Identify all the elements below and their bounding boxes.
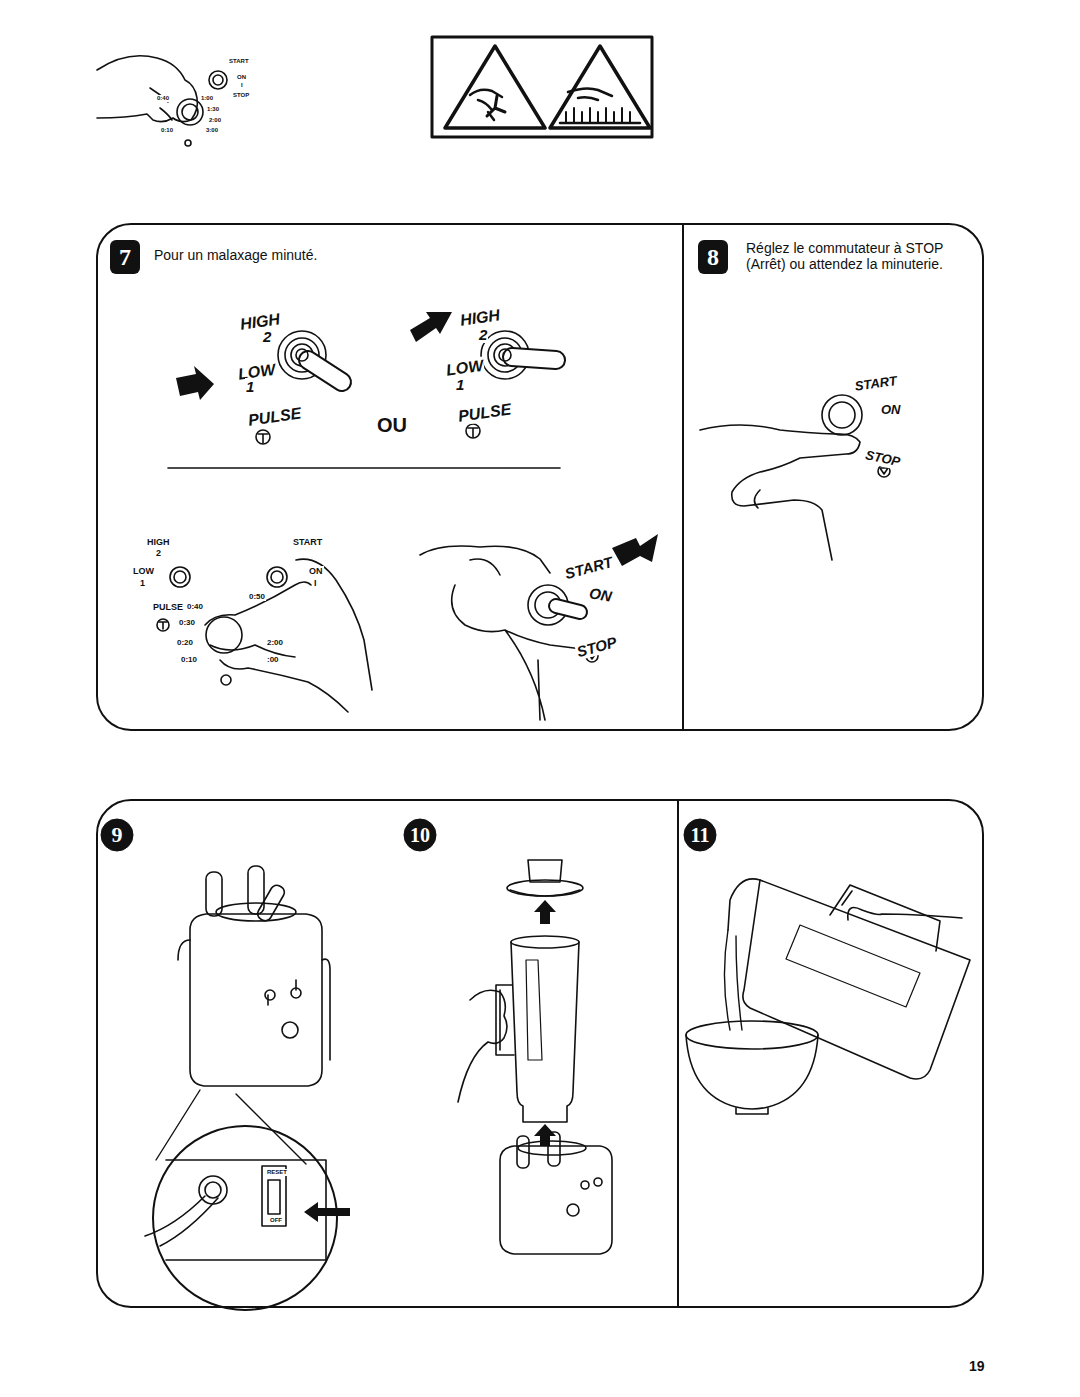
switch-label: 2 [478, 326, 488, 343]
panel-outline [97, 224, 983, 730]
switch-label: STOP [863, 448, 902, 470]
timer-dial-hand [97, 56, 227, 146]
step-badge: 11 [683, 818, 717, 852]
step-text: Pour un malaxage minuté. [153, 247, 318, 263]
badge-circle [404, 819, 436, 851]
step-number: 7 [119, 245, 131, 269]
step-number: 11 [691, 825, 710, 845]
switch-label: 2 [262, 328, 272, 345]
switch-label: START [562, 553, 615, 583]
switch-label: I [240, 82, 244, 89]
switch-label: PULSE [456, 400, 513, 426]
timer-mark: 1:30 [206, 106, 220, 113]
switch-label: 1 [455, 376, 465, 393]
timer-mark: 0:40 [156, 95, 170, 102]
switch-label: 2 [155, 548, 162, 558]
switch-label: ON [236, 74, 247, 81]
switch-label: LOW [132, 566, 155, 576]
switch-label: PULSE [152, 602, 184, 612]
step-badge: 9 [100, 818, 134, 852]
timer-mark: 0:10 [160, 127, 174, 134]
switch-label: START [228, 58, 250, 65]
switch-label: I [313, 578, 318, 588]
step-text: Réglez le commutateur à STOP (Arrêt) ou … [745, 240, 969, 272]
switch-label: 1 [139, 578, 146, 588]
switch-label: LOW [236, 361, 278, 385]
switch-label: STOP [232, 92, 250, 99]
timer-mark: :00 [266, 655, 280, 664]
timer-mark: 3:00 [205, 127, 219, 134]
timer-mark: 1:00 [200, 95, 214, 102]
page-number: 19 [968, 1358, 986, 1374]
timer-mark: 2:00 [208, 117, 222, 124]
stop-switch-hand [700, 395, 890, 560]
panel-divider [682, 224, 684, 730]
switch-label: HIGH [146, 537, 171, 547]
step-badge: 10 [403, 818, 437, 852]
timer-mark: 0:20 [176, 638, 194, 647]
switch-label: START [292, 537, 323, 547]
timer-mark: 0:40 [186, 602, 204, 611]
switch-label: ON [880, 403, 902, 418]
badge-rect [110, 240, 140, 274]
pouring-illustration [686, 879, 970, 1114]
badge-circle [101, 819, 133, 851]
step-number: 9 [112, 824, 123, 846]
separator-line [168, 467, 560, 469]
start-switch-hand [420, 534, 658, 720]
switch-label: 1 [245, 378, 255, 395]
timer-mark: 0:50 [248, 592, 266, 601]
container-removal [458, 860, 612, 1254]
motor-base-reset [145, 866, 350, 1310]
timer-mark: 0:10 [180, 655, 198, 664]
timer-knob-hand [157, 559, 372, 712]
step-badge: 8 [698, 240, 728, 274]
warning-symbols [432, 37, 652, 137]
switch-label: RESET [266, 1169, 288, 1176]
toggle-switch [410, 312, 556, 438]
panel-divider [677, 800, 679, 1307]
switch-label: HIGH [238, 310, 282, 334]
panel-outline [97, 800, 983, 1307]
switch-label: STOP [574, 633, 620, 661]
badge-rect [698, 240, 728, 274]
badge-circle [684, 819, 716, 851]
step-badge: 7 [110, 240, 140, 274]
switch-label: OFF [269, 1217, 283, 1224]
step-number: 10 [410, 825, 430, 845]
step-number: 8 [707, 245, 719, 269]
switch-label: PULSE [246, 404, 303, 430]
or-text: OU [376, 414, 408, 437]
switch-label: ON [308, 566, 324, 576]
timer-mark: 2:00 [266, 638, 284, 647]
toggle-switch [176, 331, 342, 444]
switch-label: START [853, 374, 899, 395]
switch-label: ON [587, 584, 614, 605]
timer-mark: 0:30 [178, 618, 196, 627]
